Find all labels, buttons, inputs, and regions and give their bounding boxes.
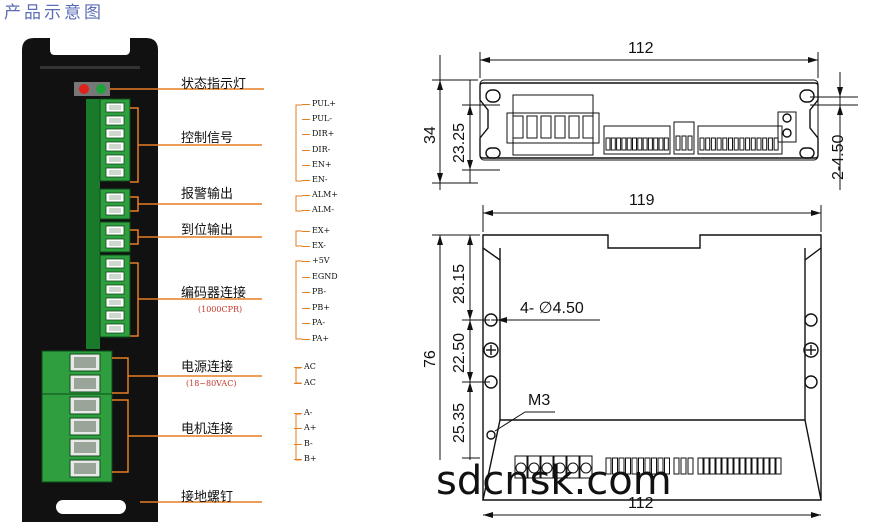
- dim-bottom-width: 112: [628, 495, 654, 512]
- pin-label: DIR+: [312, 129, 335, 139]
- pin-tick: [302, 164, 310, 166]
- front-view-dimensions: [432, 205, 822, 516]
- dim-top-inner-height: 23.25: [451, 122, 468, 163]
- leader-lines: [110, 88, 264, 503]
- pin-label: A+: [304, 423, 317, 433]
- dim-seg3: 25.35: [451, 402, 468, 443]
- pin-label: A-: [304, 408, 313, 417]
- front-view: [482, 234, 822, 501]
- pin-label: EN-: [312, 175, 328, 184]
- label-power-note: (18~80VAC): [186, 379, 237, 388]
- dim-seg2: 22.50: [451, 332, 468, 373]
- pin-tick: [302, 246, 310, 247]
- pin-label: EX-: [312, 241, 326, 250]
- pin-tick: [294, 428, 302, 430]
- red-led-icon: [79, 84, 89, 94]
- label-power-connection: 电源连接: [181, 360, 234, 375]
- pin-label: PA+: [312, 334, 330, 343]
- pin-tick: [294, 382, 302, 384]
- dim-hole: 4- ∅4.50: [520, 300, 584, 317]
- pin-label: PUL-: [312, 114, 332, 124]
- pin-label: PB+: [312, 302, 330, 312]
- terminal-block-encoder: [99, 254, 131, 338]
- dim-top-width: 112: [628, 40, 654, 57]
- pin-tick: [302, 149, 310, 151]
- dim-seg1: 28.15: [451, 263, 468, 304]
- pin-label: B+: [304, 453, 317, 463]
- pin-label: EX+: [312, 226, 331, 235]
- pin-tick: [294, 413, 302, 414]
- pin-label: AC: [304, 362, 316, 371]
- pin-label: +5V: [312, 256, 330, 265]
- label-encoder-note: (1000CPR): [198, 305, 243, 314]
- pin-label: B-: [304, 438, 313, 448]
- pin-tick: [302, 104, 310, 105]
- pin-label: EGND: [312, 271, 338, 281]
- pin-brackets: [295, 104, 302, 461]
- pin-label: PUL+: [312, 99, 336, 108]
- pin-tick: [302, 119, 310, 121]
- pin-label: PA-: [312, 318, 326, 328]
- label-encoder-connection: 编码器连接: [181, 286, 247, 301]
- pin-label: EN+: [312, 159, 332, 169]
- terminal-blocks: [41, 98, 131, 483]
- dim-front-width: 119: [629, 192, 655, 209]
- top-view-arrowheads: [437, 57, 843, 183]
- pin-label: PB-: [312, 287, 327, 297]
- pin-tick: [302, 231, 310, 232]
- pin-tick: [302, 307, 310, 309]
- pin-label: DIR-: [312, 144, 331, 154]
- pin-tick: [302, 339, 310, 340]
- pin-label: ALM-: [312, 205, 334, 214]
- green-led-icon: [96, 84, 106, 94]
- pin-tick: [302, 195, 310, 196]
- label-ground-screw: 接地螺钉: [181, 490, 234, 505]
- terminal-block-control: [99, 98, 131, 182]
- pin-tick: [294, 367, 302, 368]
- pin-tick: [302, 134, 310, 136]
- dim-slot: 2-4.50: [830, 134, 847, 180]
- pin-tick: [302, 261, 310, 262]
- top-view-dimensions: [432, 52, 858, 190]
- pin-tick: [294, 443, 302, 445]
- watermark: sdcnsk.com: [436, 458, 672, 504]
- label-in-position-output: 到位输出: [181, 223, 234, 238]
- front-view-arrowheads: [437, 210, 821, 518]
- label-motor-connection: 电机连接: [181, 422, 234, 437]
- top-view: [479, 79, 819, 161]
- pin-tick: [302, 210, 310, 211]
- page-title: 产品示意图: [4, 3, 104, 23]
- pin-label: AC: [304, 377, 316, 387]
- pin-tick: [302, 276, 310, 278]
- dim-thread: M3: [528, 392, 551, 409]
- pin-tick: [302, 323, 310, 325]
- label-alarm-output: 报警输出: [181, 187, 234, 202]
- label-status-led: 状态指示灯: [181, 77, 247, 92]
- dim-front-height: 76: [422, 350, 439, 368]
- pin-tick: [302, 292, 310, 294]
- pin-label: ALM+: [312, 190, 338, 199]
- dim-top-height: 34: [422, 126, 439, 144]
- pin-tick: [302, 180, 310, 181]
- pin-tick: [294, 458, 302, 460]
- label-control-signal: 控制信号: [181, 131, 234, 146]
